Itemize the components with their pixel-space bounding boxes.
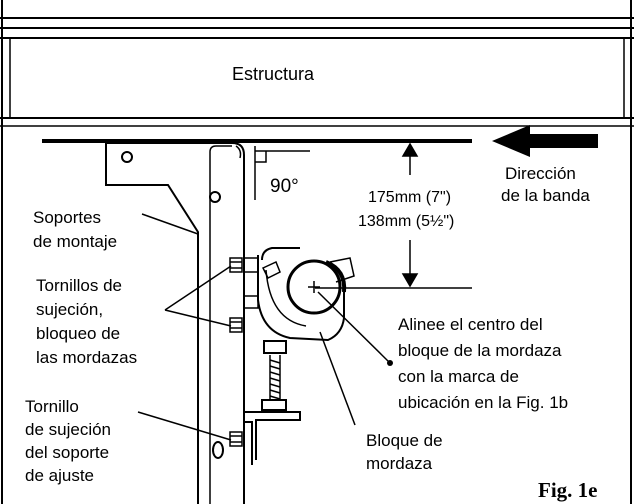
- jaw-bolts-label-line4: las mordazas: [36, 348, 137, 367]
- belt-direction-label-line1: Dirección: [505, 164, 576, 183]
- align-label-line4: ubicación en la Fig. 1b: [398, 393, 568, 412]
- jaw-locking-bolts: [229, 257, 243, 447]
- jaw-block: [243, 247, 355, 342]
- structure-label: Estructura: [232, 64, 315, 84]
- jaw-block-label-line1: Bloque de: [366, 431, 443, 450]
- jaw-bolts-label-line1: Tornillos de: [36, 276, 122, 295]
- jaw-bolts-label-line2: sujeción,: [36, 300, 103, 319]
- align-leader-dot: [387, 360, 393, 366]
- belt-direction-arrow: [492, 125, 598, 157]
- distance-label-line2: 138mm (5½"): [358, 213, 454, 230]
- leader-lines: [137, 213, 391, 441]
- adjust-bolt-label-line3: del soporte: [25, 443, 109, 462]
- adjusting-bracket: [244, 340, 301, 465]
- mounting-brackets-label-line1: Soportes: [33, 208, 101, 227]
- mounting-bracket: [105, 142, 245, 504]
- right-angle-mark: [254, 146, 310, 200]
- adjust-bolt-label-line4: de ajuste: [25, 466, 94, 485]
- align-label-line1: Alinee el centro del: [398, 315, 543, 334]
- angle-label: 90°: [270, 176, 299, 197]
- align-label-line3: con la marca de: [398, 367, 519, 386]
- structure-beam: [0, 17, 634, 127]
- mounting-brackets-label-line2: de montaje: [33, 232, 117, 251]
- align-label-line2: bloque de la mordaza: [398, 341, 562, 360]
- adjust-bolt-label-line1: Tornillo: [25, 397, 79, 416]
- adjust-bolt-label-line2: de sujeción: [25, 420, 111, 439]
- belt-direction-label-line2: de la banda: [501, 186, 590, 205]
- distance-label-line1: 175mm (7"): [368, 189, 451, 206]
- figure-label: Fig. 1e: [538, 478, 597, 502]
- jaw-bolts-label-line3: bloqueo de: [36, 324, 120, 343]
- jaw-block-label-line2: mordaza: [366, 454, 433, 473]
